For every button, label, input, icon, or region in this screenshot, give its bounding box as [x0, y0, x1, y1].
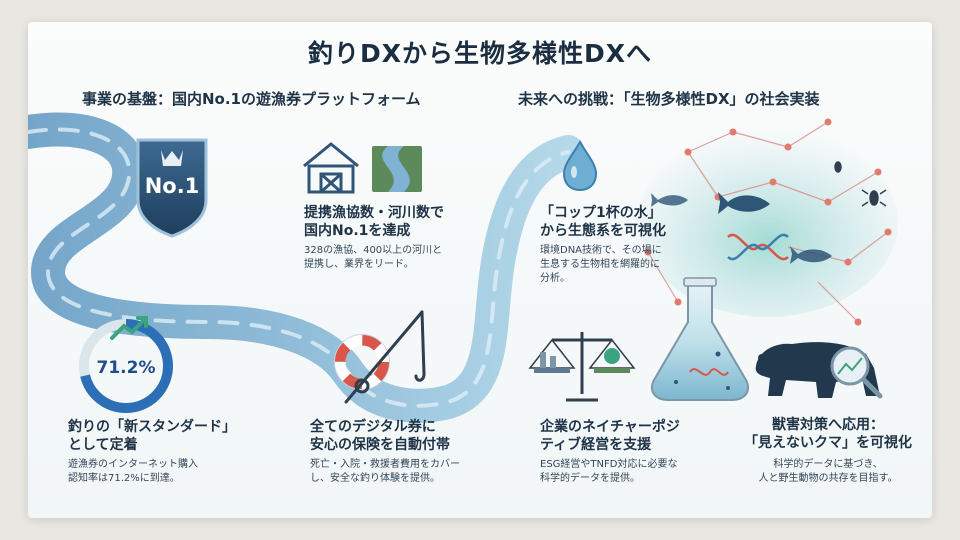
water-desc: 環境DNA技術で、その場に 生息する生物相を網羅的に 分析。 — [540, 245, 662, 284]
partners-heading: 提携漁協数・河川数で 国内No.1を達成 — [304, 205, 444, 239]
building-icon — [303, 142, 359, 194]
insect-icon — [834, 161, 887, 207]
right-section-header: 未来への挑戦：「生物多様性DX」の社会実装 — [518, 90, 820, 108]
donut-percent-label: 71.2% — [96, 358, 156, 378]
flask-icon — [650, 277, 750, 401]
insurance-desc: 死亡・入院・救援者費用をカバー し、安全な釣り体験を提供。 — [310, 459, 460, 484]
insurance-heading: 全てのデジタル券に 安心の保険を自動付帯 — [310, 419, 450, 453]
water-heading: 「コップ1杯の水」 から生態系を可視化 — [540, 205, 666, 239]
biodiversity-network — [638, 118, 898, 326]
nature-desc: ESG経営やTNFD対応に必要な 科学的データを提供。 — [540, 459, 678, 484]
fishing-rod-icon — [344, 310, 426, 404]
donut-chart-icon — [79, 319, 173, 413]
magnifier-icon — [830, 346, 883, 399]
bear-desc: 科学的データに基づき、 人と野生動物の共存を目指す。 — [758, 459, 898, 484]
trend-arrow-icon — [110, 316, 148, 340]
illustration-layer — [28, 112, 898, 423]
standard-desc: 遊漁券のインターネット購入 認知率は71.2%に到達。 — [68, 459, 198, 484]
bear-heading: 獣害対策へ応用： 「見えないクマ」を可視化 — [744, 417, 912, 451]
page-title: 釣りDXから生物多様性DXへ — [307, 39, 653, 68]
partners-desc: 328の漁協、400以上の河川と 提携し、業界をリード。 — [304, 245, 443, 270]
water-drop-icon — [562, 139, 598, 192]
scale-icon — [528, 332, 636, 402]
fish-icon — [651, 192, 832, 264]
standard-heading: 釣りの「新スタンダード」 として定着 — [68, 419, 236, 453]
crown-icon — [161, 150, 183, 166]
nature-heading: 企業のネイチャーポジ ティブ経営を支援 — [540, 419, 680, 453]
river-path — [28, 112, 585, 423]
infographic-card: 釣りDXから生物多様性DXへ 事業の基盤：国内No.1の遊漁券プラットフォーム … — [28, 22, 932, 518]
no1-badge-text: No.1 — [144, 174, 200, 198]
shield-icon — [136, 138, 208, 238]
river-icon — [372, 146, 422, 192]
dna-icon — [727, 233, 789, 261]
left-section-header: 事業の基盤：国内No.1の遊漁券プラットフォーム — [82, 90, 421, 108]
